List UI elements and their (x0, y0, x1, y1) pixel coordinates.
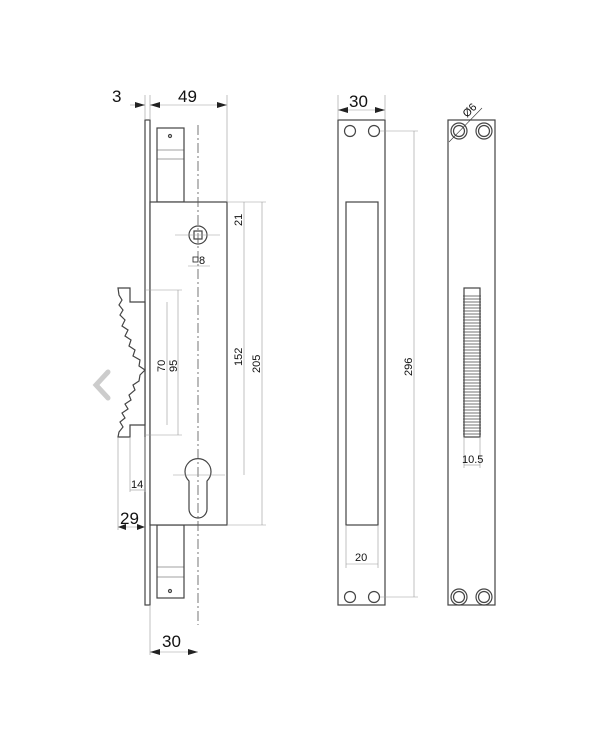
rear-plate-view: Ø6 10.5 (447, 101, 496, 606)
dim-backset-width: 49 (178, 87, 197, 106)
faceplate (144, 119, 151, 606)
gear-teeth (463, 295, 481, 435)
gear-rack (463, 287, 481, 438)
dim-body-height: 205 (251, 355, 263, 373)
dim-cylinder-backset: 30 (162, 632, 181, 651)
rear-plate (447, 119, 496, 606)
dim-hole-diameter: Ø6 (461, 101, 480, 120)
dim-strike-width: 30 (349, 92, 368, 111)
lock-body-view: 3 49 21 8 70 95 152 205 14 29 30 (112, 87, 266, 655)
dim-spindle-to-cylinder: 152 (233, 348, 245, 366)
dim-latch-projection: 29 (120, 509, 139, 528)
top-bolt (156, 127, 185, 203)
dim-gear-width: 10.5 (462, 454, 483, 466)
latch-bolt (117, 287, 146, 438)
dim-slot-width: 20 (355, 552, 367, 564)
dim-latch-step: 14 (131, 479, 143, 491)
dim-spindle-offset: 21 (233, 214, 245, 226)
strike-plate-view: 30 296 20 (337, 92, 418, 606)
dim-hole-spacing: 296 (403, 358, 415, 376)
dim-latch-outer: 95 (168, 360, 180, 372)
dimension-lines (117, 95, 266, 655)
dim-spindle-square: 8 (199, 255, 205, 267)
chevron-left-icon[interactable] (92, 369, 111, 401)
dim-faceplate-thickness: 3 (112, 87, 121, 106)
strike-slot (345, 201, 379, 526)
bottom-bolt (156, 524, 185, 599)
dim-latch-inner: 70 (156, 360, 168, 372)
